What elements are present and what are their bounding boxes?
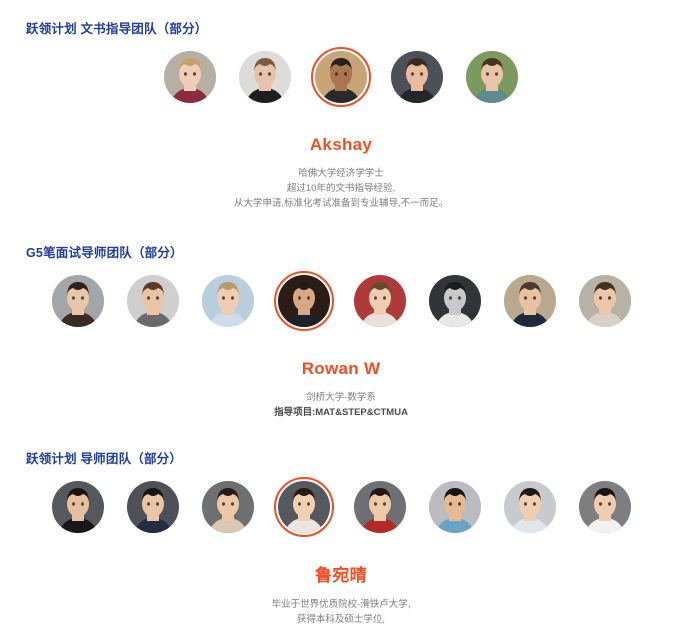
- avatar-woman-beige-jacket[interactable]: [201, 481, 254, 533]
- avatar-woman-glasses-dark-bg[interactable]: [391, 51, 443, 103]
- avatar-man-blue-shirt[interactable]: [201, 275, 254, 327]
- avatar-man-smiling-beige[interactable]: [578, 275, 631, 327]
- avatar-woman-black-blazer[interactable]: [51, 481, 104, 533]
- avatar-row-2: [0, 271, 682, 331]
- avatar-woman-curly-red-bg[interactable]: [353, 275, 406, 327]
- section-heading-1: 跃领计划 文书指导团队（部分）: [26, 22, 208, 36]
- profile-name-1: Akshay: [309, 135, 373, 154]
- avatar-man-glasses-grey-bg[interactable]: [51, 275, 104, 327]
- team-section-1: 跃领计划 文书指导团队（部分）: [0, 0, 682, 211]
- avatar-item[interactable]: [463, 48, 521, 106]
- profile-desc-line: 哈佛大学经济学学士: [298, 168, 384, 179]
- team-section-3: 跃领计划 导师团队（部分）: [0, 448, 682, 628]
- avatar-selected[interactable]: [273, 271, 334, 331]
- profile-desc-line: 获得本科及硕士学位,: [296, 614, 386, 625]
- avatar-item[interactable]: [199, 478, 257, 536]
- profile-name-2: Rowan W: [301, 359, 381, 378]
- section-heading-2: G5笔面试导师团队（部分）: [26, 246, 183, 260]
- avatar-item[interactable]: [161, 48, 219, 106]
- avatar-item[interactable]: [49, 478, 107, 536]
- avatar-item[interactable]: [388, 48, 446, 106]
- profile-desc-line: 毕业于世界优质院校-滑铁卢大学,: [271, 599, 411, 610]
- avatar-woman-long-dark-hair[interactable]: [578, 481, 631, 533]
- avatar-man-suit-long-hair[interactable]: [277, 275, 330, 327]
- avatar-item[interactable]: [576, 478, 634, 536]
- profile-name-3: 鲁宛晴: [315, 566, 367, 585]
- avatar-item[interactable]: [49, 272, 107, 330]
- avatar-item[interactable]: [124, 272, 182, 330]
- avatar-woman-short-hair-black-top[interactable]: [239, 51, 291, 103]
- avatar-item[interactable]: [501, 272, 559, 330]
- avatar-woman-curly-hair-outdoor[interactable]: [466, 51, 518, 103]
- avatar-person-short-hair-navy[interactable]: [126, 481, 179, 533]
- profile-description-1: 哈佛大学经济学学士超过10年的文书指导经验, 从大学申请,标准化考试准备到专业辅导…: [0, 166, 682, 211]
- avatar-row-3: [0, 477, 682, 537]
- avatar-item[interactable]: [426, 272, 484, 330]
- avatar-item[interactable]: [236, 48, 294, 106]
- avatar-woman-white-blazer[interactable]: [503, 481, 556, 533]
- avatar-item[interactable]: [351, 478, 409, 536]
- avatar-selected[interactable]: [273, 477, 334, 537]
- avatar-row-1: [0, 47, 682, 107]
- avatar-item[interactable]: [199, 272, 257, 330]
- avatar-man-beard-suit-arch[interactable]: [503, 275, 556, 327]
- avatar-item[interactable]: [351, 272, 409, 330]
- avatar-woman-glasses-red-top[interactable]: [353, 481, 406, 533]
- avatar-selected[interactable]: [311, 47, 371, 107]
- profile-desc-line: 剑桥大学-数学系: [306, 392, 376, 403]
- avatar-woman-bangs-white-top[interactable]: [277, 481, 330, 533]
- profile-description-3: 毕业于世界优质院校-滑铁卢大学,获得本科及硕士学位,同时获得中国地质大学（北京）…: [0, 597, 682, 628]
- section-heading-3: 跃领计划 导师团队（部分）: [26, 452, 183, 466]
- avatar-item[interactable]: [576, 272, 634, 330]
- profile-desc-line: 超过10年的文书指导经验,: [286, 183, 396, 194]
- avatar-man-glasses-beard[interactable]: [315, 51, 367, 103]
- avatar-man-bw-portrait[interactable]: [428, 275, 481, 327]
- avatar-item[interactable]: [501, 478, 559, 536]
- profile-desc-line: 指导项目:MAT&STEP&CTMUA: [274, 407, 408, 418]
- profile-description-2: 剑桥大学-数学系指导项目:MAT&STEP&CTMUA: [0, 390, 682, 420]
- avatar-item[interactable]: [426, 478, 484, 536]
- profile-desc-line: 从大学申请,标准化考试准备到专业辅导,不一而足。: [233, 198, 449, 209]
- avatar-woman-blonde-maroon[interactable]: [164, 51, 216, 103]
- avatar-item[interactable]: [124, 478, 182, 536]
- team-section-2: G5笔面试导师团队（部分）: [0, 242, 682, 420]
- avatar-man-curly-brown-hair[interactable]: [126, 275, 179, 327]
- avatar-man-light-blue-shirt[interactable]: [428, 481, 481, 533]
